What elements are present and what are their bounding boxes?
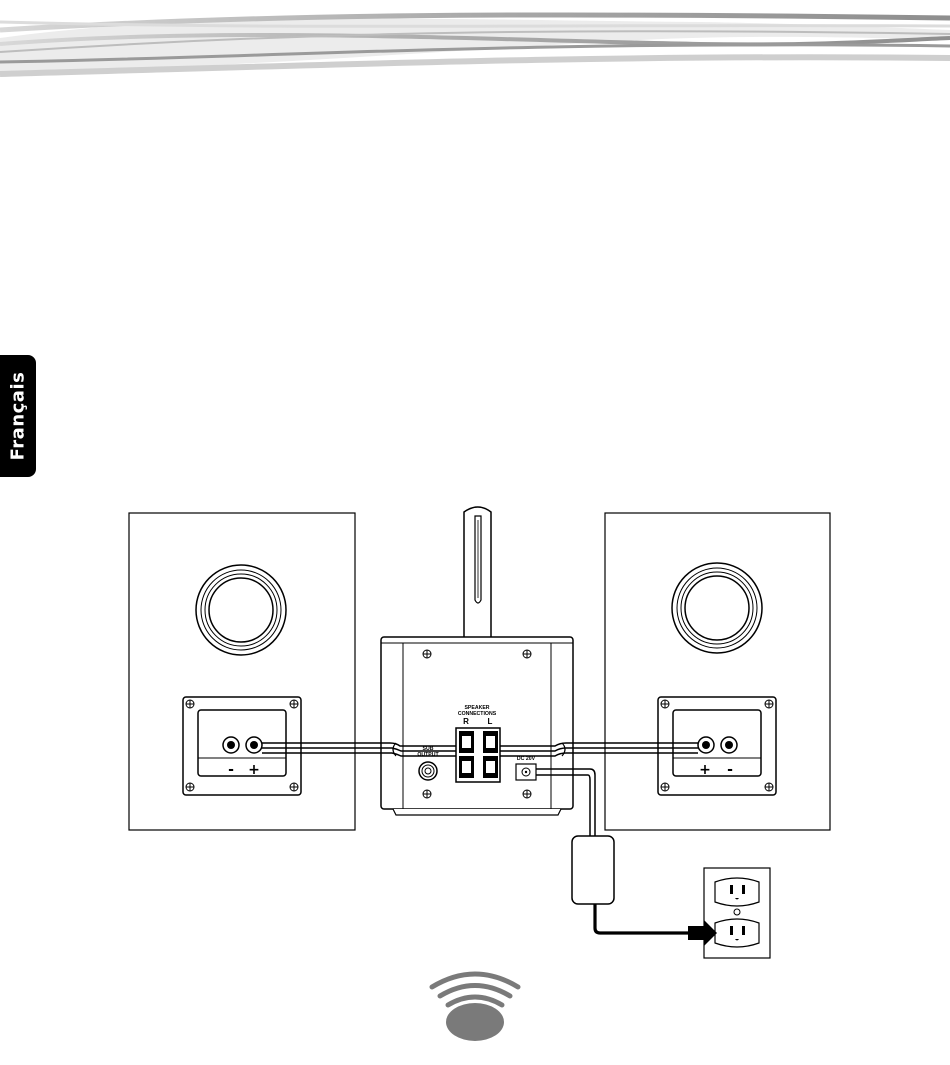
screw-icon bbox=[523, 650, 531, 658]
screw-icon bbox=[186, 700, 194, 708]
screw-icon bbox=[423, 650, 431, 658]
screw-icon bbox=[661, 700, 669, 708]
screw-icon bbox=[290, 700, 298, 708]
screw-icon bbox=[765, 783, 773, 791]
sub-output-label-line2: OUTPUT bbox=[417, 752, 439, 758]
screw-icon bbox=[186, 783, 194, 791]
right-terminal-plus: + bbox=[699, 762, 711, 778]
screw-icon bbox=[290, 783, 298, 791]
header-swoosh-icon bbox=[0, 0, 950, 90]
main-unit-back-panel: SPEAKER CONNECTIONS R L SUB OUTPUT DC 20… bbox=[381, 637, 573, 815]
left-terminal-plus: + bbox=[248, 762, 260, 778]
language-tab: Français bbox=[0, 355, 36, 477]
sub-output-jack-icon bbox=[419, 762, 437, 780]
right-speaker: + - bbox=[605, 513, 830, 830]
left-speaker: - + bbox=[129, 513, 355, 830]
language-tab-label: Français bbox=[8, 372, 29, 461]
speaker-connection-diagram: - + + - bbox=[0, 495, 950, 970]
screw-icon bbox=[523, 790, 531, 798]
screw-icon bbox=[661, 783, 669, 791]
spring-clip-terminals-icon bbox=[456, 728, 500, 782]
left-channel-label: L bbox=[488, 717, 493, 726]
screw-icon bbox=[765, 700, 773, 708]
right-channel-label: R bbox=[463, 717, 469, 726]
power-outlet-icon bbox=[704, 868, 770, 958]
left-terminal-minus: - bbox=[228, 762, 234, 778]
screw-icon bbox=[423, 790, 431, 798]
dc-input-label: DC 20V bbox=[517, 756, 536, 762]
right-terminal-minus: - bbox=[727, 762, 733, 778]
dc-input-jack-icon bbox=[516, 764, 536, 780]
wireless-signal-logo-icon bbox=[420, 965, 530, 1045]
power-adapter-icon bbox=[572, 836, 614, 904]
